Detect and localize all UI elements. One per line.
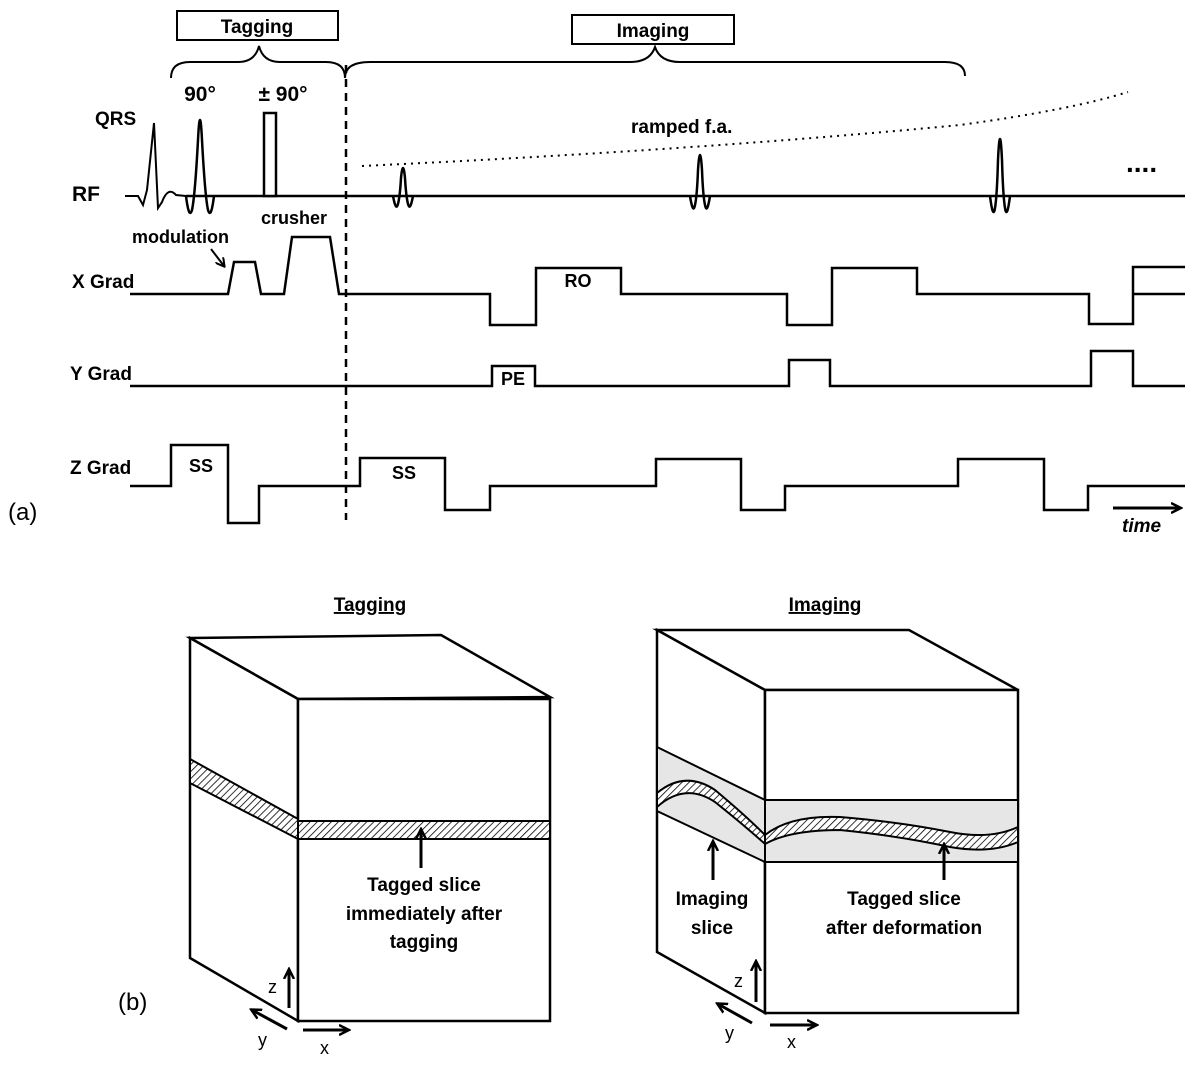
modulation-label: modulation [132,227,229,247]
x-grad-waveform [130,235,1185,327]
ss-tagging-label: SS [189,456,213,476]
right-y-axis-label: y [725,1023,734,1043]
tagging-90-pulse [184,118,216,215]
tagged-slice-line-1: Tagged slice [367,875,481,896]
pulse-sequence-panel: (a) Tagging Imaging 90° ± 90° QRS RF ram… [8,10,1185,537]
z-grad-row-label: Z Grad [70,458,131,479]
pulse-pm90-label: ± 90° [258,83,307,106]
time-label: time [1122,516,1162,537]
deformed-slice-line-1: Tagged slice [847,889,961,910]
y-grad-waveform [130,349,1185,388]
z-grad-waveform [130,443,1185,525]
right-x-axis-label: x [787,1032,796,1052]
imaging-slice-line-1: Imaging [676,889,749,910]
imaging-phase-box [571,14,735,45]
tagging-brace [170,45,346,79]
right-y-axis-arrow [718,1004,753,1025]
continuation-ellipsis: .... [1126,147,1157,178]
deformed-slice-line-2: after deformation [826,918,982,939]
modulation-arrow [210,248,224,266]
crusher-label: crusher [261,208,327,228]
panel-a-label: (a) [8,499,37,526]
imaging-phase-label: Imaging [617,21,690,42]
pe-label: PE [501,369,525,389]
ro-label: RO [565,271,592,291]
ss-imaging-label: SS [392,463,416,483]
pulse-90-label: 90° [184,83,216,106]
panel-b-label: (b) [118,989,147,1016]
left-z-axis-label: z [268,977,277,997]
imaging-pulse-1 [391,166,415,208]
left-y-axis-label: y [258,1030,267,1050]
left-x-axis-label: x [320,1038,329,1058]
left-y-axis-arrow [252,1010,288,1031]
imaging-pulse-3 [988,137,1012,214]
tagging-cube-title: Tagging [334,595,406,616]
tagging-phase-box [176,10,339,41]
imaging-cube: Imaging Imaging slice Tagged slice after… [652,595,1020,1052]
rf-row-label: RF [72,183,100,206]
right-z-axis-label: z [734,971,743,991]
tagging-cube-front-face [296,697,552,1023]
geometry-panel: (b) Tagging Tagged slice immediately aft… [118,595,1020,1058]
imaging-slice-line-2: slice [691,918,733,939]
tagging-cube: Tagging Tagged slice immediately after t… [185,595,555,1058]
tagged-slice-line-2: immediately after [346,904,503,925]
tagged-slice-front [297,820,551,840]
x-grad-row-label: X Grad [72,272,134,293]
qrs-complex [125,122,187,212]
imaging-pulse-2 [688,153,712,210]
ramped-fa-label: ramped f.a. [631,117,732,138]
tagging-pm90-pulse [262,111,278,198]
ramped-fa-curve [361,91,1129,167]
tagged-slice-line-3: tagging [390,932,459,953]
qrs-label: QRS [95,109,136,130]
deformed-slice-front [764,815,1019,851]
y-grad-row-label: Y Grad [70,364,132,385]
tagging-phase-label: Tagging [221,17,293,38]
imaging-brace [344,43,966,79]
imaging-cube-title: Imaging [789,595,862,616]
